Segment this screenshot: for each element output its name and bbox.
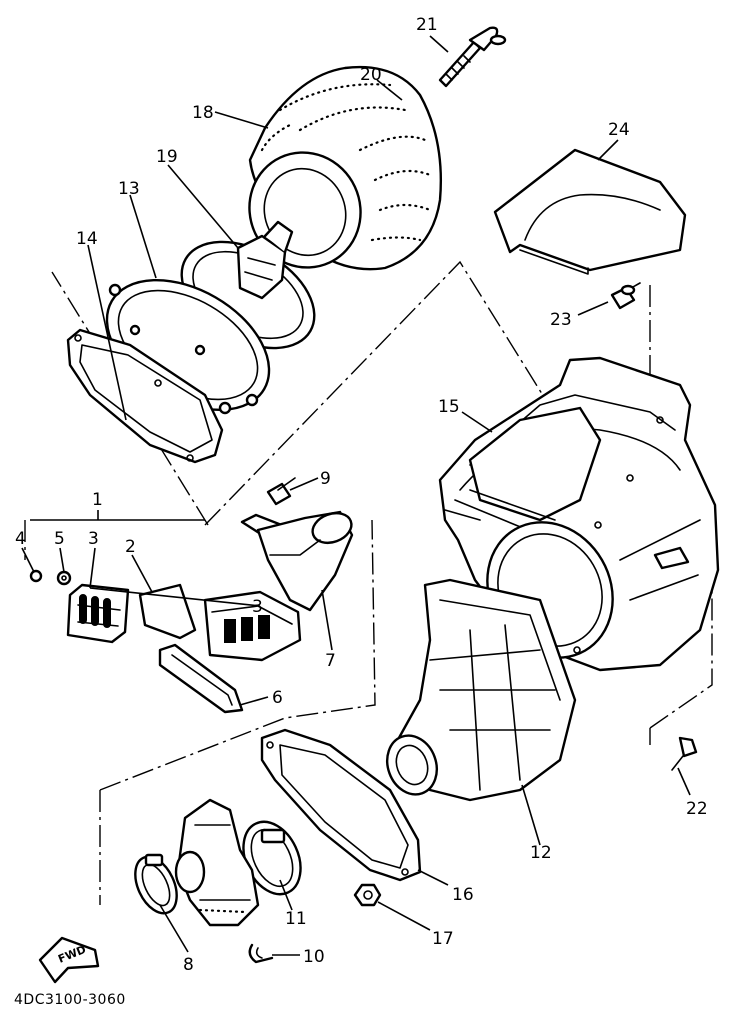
callout-19: 19 — [156, 147, 178, 167]
callout-16: 16 — [452, 885, 474, 905]
part-24-airbox-cover — [493, 148, 687, 275]
part-14-gasket — [66, 328, 224, 464]
part-21-wing-bolt — [438, 26, 507, 88]
leader-lines — [21, 35, 691, 956]
callout-7: 7 — [325, 651, 336, 671]
diagram-code: 4DC3100-3060 — [14, 992, 126, 1008]
callout-3b: 3 — [252, 597, 263, 617]
callout-14: 14 — [76, 229, 98, 249]
callout-23: 23 — [550, 310, 572, 330]
callout-9: 9 — [320, 469, 331, 489]
callout-13: 13 — [118, 179, 140, 199]
part-11-clamp — [242, 820, 302, 896]
callout-17: 17 — [432, 929, 454, 949]
part-17-nut — [353, 883, 382, 907]
callout-20: 20 — [360, 65, 382, 85]
part-23-bolt — [610, 282, 641, 310]
fwd-arrow — [38, 936, 100, 984]
callout-10: 10 — [303, 947, 325, 967]
callout-24: 24 — [608, 120, 630, 140]
callout-2: 2 — [125, 537, 136, 557]
part-12-intake-boot — [386, 578, 577, 802]
part-8-clamp — [134, 853, 178, 915]
callout-21: 21 — [416, 15, 438, 35]
carburetor — [174, 798, 260, 927]
callout-6: 6 — [272, 688, 283, 708]
callout-4: 4 — [15, 529, 26, 549]
callout-3: 3 — [88, 529, 99, 549]
callout-15: 15 — [438, 397, 460, 417]
callout-5: 5 — [54, 529, 65, 549]
callout-1: 1 — [92, 490, 103, 510]
callout-22: 22 — [686, 799, 708, 819]
part-9-bolt — [266, 477, 296, 506]
callout-18: 18 — [192, 103, 214, 123]
reed-valve-assembly — [29, 569, 302, 662]
part-22-bolt — [671, 736, 698, 771]
part-10-clip — [248, 943, 274, 964]
part-16-gasket-ring — [260, 728, 422, 882]
callout-11: 11 — [285, 909, 307, 929]
part-7-carburetor-joint — [240, 510, 354, 612]
callout-12: 12 — [530, 843, 552, 863]
callout-numbers: 1 2 3 3 4 5 6 7 8 9 10 11 12 13 14 15 16… — [15, 15, 708, 975]
callout-8: 8 — [183, 955, 194, 975]
part-6-gasket — [158, 643, 244, 714]
